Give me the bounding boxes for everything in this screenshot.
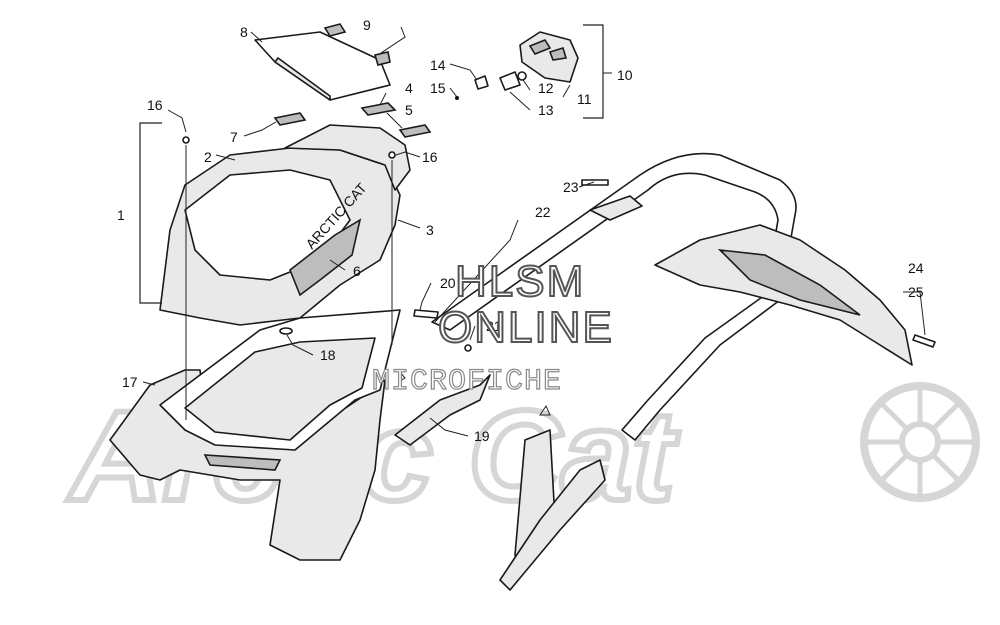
seat-hood-part-2: ARCTIC CAT: [159, 124, 411, 326]
decal-pads: [273, 102, 432, 138]
callout-10: 10: [617, 67, 633, 83]
watermark-line-3: MICROFICHE: [372, 365, 562, 399]
logo-wheel-icon: [860, 382, 980, 502]
rivet-part-16b: [388, 151, 396, 159]
callout-20: 20: [440, 275, 456, 291]
decal-part-4: [360, 102, 397, 116]
grommet-part-14: [474, 75, 489, 90]
screw-part-15: [455, 96, 459, 100]
leader-lines: [142, 26, 926, 437]
callout-22: 22: [535, 204, 551, 220]
rear-flap-part-24: [654, 224, 913, 366]
callout-17: 17: [122, 374, 138, 390]
callout-1: 1: [117, 207, 125, 223]
callout-25: 25: [908, 284, 924, 300]
callout-4: 4: [405, 80, 413, 96]
screw-part-25: [912, 334, 936, 348]
watermark-line-2: ONLINE: [438, 303, 614, 352]
guide-lines: [139, 24, 604, 420]
decal-part-7: [273, 112, 307, 126]
bulb-socket-part-13: [499, 71, 521, 91]
taillight-assembly: [455, 31, 579, 100]
storage-tray-part-8: [254, 23, 391, 101]
watermark-line-1: HLSM: [455, 257, 585, 306]
callout-16a: 16: [147, 97, 163, 113]
callout-14: 14: [430, 57, 446, 73]
callout-13: 13: [538, 102, 554, 118]
callout-24: 24: [908, 260, 924, 276]
callout-11: 11: [577, 91, 592, 107]
hlsm-watermark: HLSM ONLINE MICROFICHE: [371, 256, 614, 400]
callout-8: 8: [240, 24, 248, 40]
bracket-part-19: [394, 374, 606, 591]
grab-bar-part-22: [431, 152, 797, 441]
bolt-part-20: [413, 309, 439, 319]
grommet-part-18: [279, 327, 293, 335]
rivet-part-16a: [182, 136, 190, 144]
callout-9: 9: [363, 17, 371, 33]
callout-5: 5: [405, 102, 413, 118]
bulb-part-12: [517, 71, 527, 81]
callout-12: 12: [538, 80, 554, 96]
callout-19: 19: [474, 428, 490, 444]
decal-part-5: [398, 124, 432, 138]
callout-7: 7: [230, 129, 238, 145]
callout-labels: 1 2 3 4 5 6 7 8 9 10 11 12 13 14 15 16 1…: [117, 17, 924, 444]
callout-23: 23: [563, 179, 579, 195]
bracket-part-22a: [589, 195, 643, 221]
callout-3: 3: [426, 222, 434, 238]
callout-2: 2: [204, 149, 212, 165]
callout-15: 15: [430, 80, 446, 96]
callout-18: 18: [320, 347, 336, 363]
nut-part-21: [464, 344, 472, 352]
callout-6: 6: [353, 263, 361, 279]
callout-16b: 16: [422, 149, 438, 165]
rear-fender-part-17: [109, 309, 401, 561]
callout-21: 21: [486, 318, 502, 334]
